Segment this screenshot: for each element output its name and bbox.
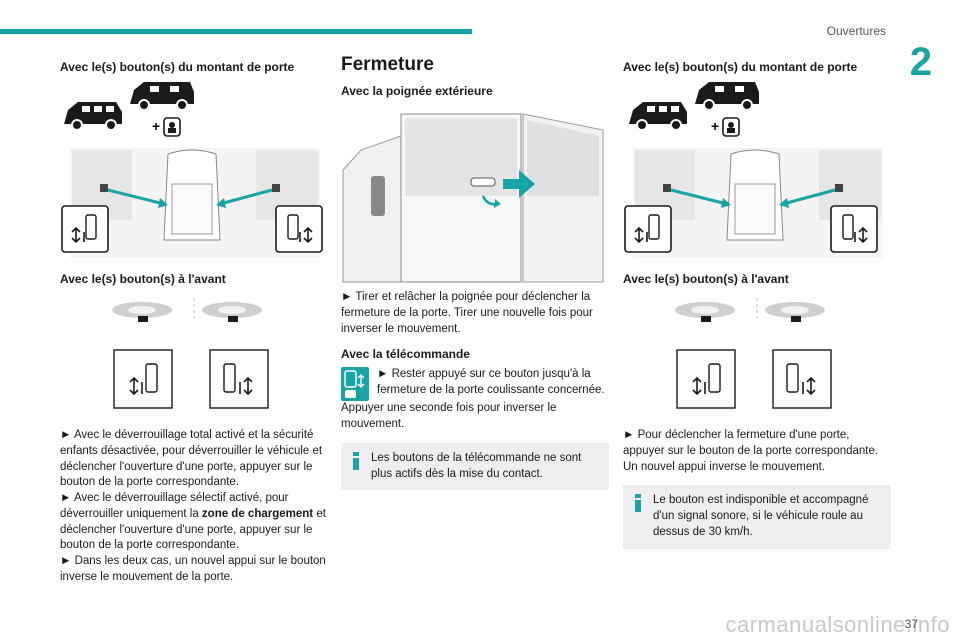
door-button-icon <box>830 205 878 253</box>
paragraph-remote-hold: ► Rester appuyé sur ce bouton jusqu'à la… <box>377 368 605 396</box>
door-button-icon <box>275 205 323 253</box>
watermark: carmanualsonline.info <box>725 612 950 637</box>
info-note-remote: Les boutons de la télécommande ne sont p… <box>341 442 609 491</box>
page-number: 37 <box>904 617 918 631</box>
svg-text:+: + <box>152 118 160 134</box>
paragraph-close-door: ► Pour déclencher la fermeture d'une por… <box>623 429 879 473</box>
door-button-icon <box>209 349 269 409</box>
front-buttons-figure <box>675 298 832 409</box>
column-middle: Fermeture Avec la poignée extérieure ► T… <box>341 54 609 491</box>
child-lock-icon: + <box>152 117 181 137</box>
pillar-buttons-figure <box>624 148 883 258</box>
column-left: Avec le(s) bouton(s) du montant de porte… <box>60 54 328 586</box>
exterior-handle-figure <box>341 110 609 286</box>
svg-text:+: + <box>711 118 719 134</box>
van-icon <box>695 82 759 111</box>
door-button-icon <box>61 205 109 253</box>
header-bar <box>0 29 472 34</box>
van-icon <box>130 82 194 111</box>
paragraph-reverse: ► Dans les deux cas, un nouvel appui sur… <box>60 555 326 583</box>
pillar-buttons-figure <box>61 148 323 258</box>
paragraph-remote-reverse: Appuyer une seconde fois pour inverser l… <box>341 402 557 430</box>
heading-pillar-buttons: Avec le(s) bouton(s) du montant de porte <box>623 60 858 74</box>
column-right: Avec le(s) bouton(s) du montant de porte… <box>623 54 891 549</box>
steering-wheel-icon <box>765 302 825 322</box>
front-buttons-figure <box>112 298 269 409</box>
van-icon <box>629 102 687 131</box>
heading-pillar-buttons: Avec le(s) bouton(s) du montant de porte <box>60 60 295 74</box>
info-icon <box>635 494 641 513</box>
heading-remote: Avec la télécommande <box>341 347 470 362</box>
vans-figure: + <box>64 82 194 137</box>
chapter-number: 2 <box>909 40 932 84</box>
section-title: Fermeture <box>341 54 434 75</box>
info-note-speed: Le bouton est indisponible et accompagné… <box>623 485 891 549</box>
paragraph-handle-close: ► Tirer et relâcher la poignée pour décl… <box>341 291 593 335</box>
vans-figure: + <box>629 82 759 137</box>
heading-front-buttons: Avec le(s) bouton(s) à l'avant <box>60 272 226 286</box>
remote-door-icon <box>341 367 369 402</box>
section-name: Ouvertures <box>826 24 886 38</box>
door-button-icon <box>624 205 672 253</box>
child-lock-icon: + <box>711 117 740 137</box>
steering-wheel-icon <box>202 302 262 322</box>
steering-wheel-icon <box>675 302 735 322</box>
paragraph-selective-unlock: ► Avec le déverrouillage sélectif activé… <box>60 492 326 552</box>
door-button-icon <box>772 349 832 409</box>
door-button-icon <box>676 349 736 409</box>
info-icon <box>353 451 359 470</box>
remote-instruction: ► Rester appuyé sur ce bouton jusqu'à la… <box>341 367 609 402</box>
door-button-icon <box>113 349 173 409</box>
paragraph-total-unlock: ► Avec le déverrouillage total activé et… <box>60 429 323 489</box>
steering-wheel-icon <box>112 302 172 322</box>
heading-front-buttons: Avec le(s) bouton(s) à l'avant <box>623 272 789 286</box>
van-icon <box>64 102 122 131</box>
heading-exterior-handle: Avec la poignée extérieure <box>341 84 493 98</box>
